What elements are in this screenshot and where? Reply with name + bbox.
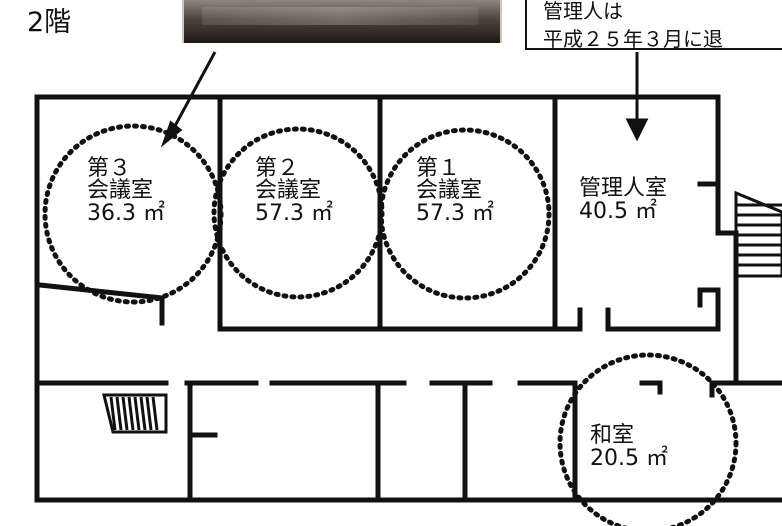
room-conference1-area: 57.3 ㎡ <box>416 201 494 226</box>
room-photo <box>182 0 502 43</box>
circle-conference3 <box>42 123 224 305</box>
stair-tread-3 <box>121 396 129 431</box>
stair-tread-7 <box>145 396 153 431</box>
room-manager-name: 管理人室 <box>579 176 668 201</box>
room-conference3-name: 会議室 <box>87 178 154 203</box>
room-conference1-number: 第１ <box>416 156 461 181</box>
dotted-circles <box>42 123 739 526</box>
room-manager-area: 40.5 ㎡ <box>579 199 657 224</box>
room-conference3-number: 第３ <box>87 156 132 181</box>
room-manager: 管理人室 40.5 ㎡ <box>579 178 667 224</box>
circle-conference1 <box>378 127 552 301</box>
staircase-right <box>734 190 782 278</box>
notice-line-2: 平成２５年３月に退 <box>543 27 723 50</box>
room-japanese-area: 20.5 ㎡ <box>590 446 668 471</box>
photo-arrow-line <box>167 51 217 138</box>
room-conference2: 第２ 会議室 57.3 ㎡ <box>255 158 333 226</box>
room-conference2-name: 会議室 <box>255 178 322 203</box>
room-conference1: 第１ 会議室 57.3 ㎡ <box>416 158 494 226</box>
stair-tread-2 <box>115 396 123 431</box>
stair-tread-1 <box>109 396 117 431</box>
stair-tread-6 <box>139 396 147 431</box>
room-conference2-number: 第２ <box>255 156 300 181</box>
stair-tread-5 <box>133 396 141 431</box>
stair-tread-4 <box>127 396 135 431</box>
floor-label: 2階 <box>27 7 72 38</box>
room-conference3-area: 36.3 ㎡ <box>87 201 165 226</box>
room-conference1-name: 会議室 <box>416 178 483 203</box>
notice-arrow-head <box>625 118 649 142</box>
stair-tread-8 <box>151 396 159 431</box>
stair-outline-left <box>102 393 168 434</box>
staircase-left <box>102 393 168 434</box>
room-conference3: 第３ 会議室 36.3 ㎡ <box>87 158 165 226</box>
room-japanese-name: 和室 <box>590 423 635 448</box>
notice-box: 管理人は 平成２５年３月に退 <box>525 0 782 50</box>
wall-lobby-angled <box>37 282 165 301</box>
room-japanese: 和室 20.5 ㎡ <box>590 425 668 471</box>
room-conference2-area: 57.3 ㎡ <box>255 201 333 226</box>
circle-japanese-room <box>557 352 739 526</box>
notice-line-1: 管理人は <box>543 0 623 23</box>
